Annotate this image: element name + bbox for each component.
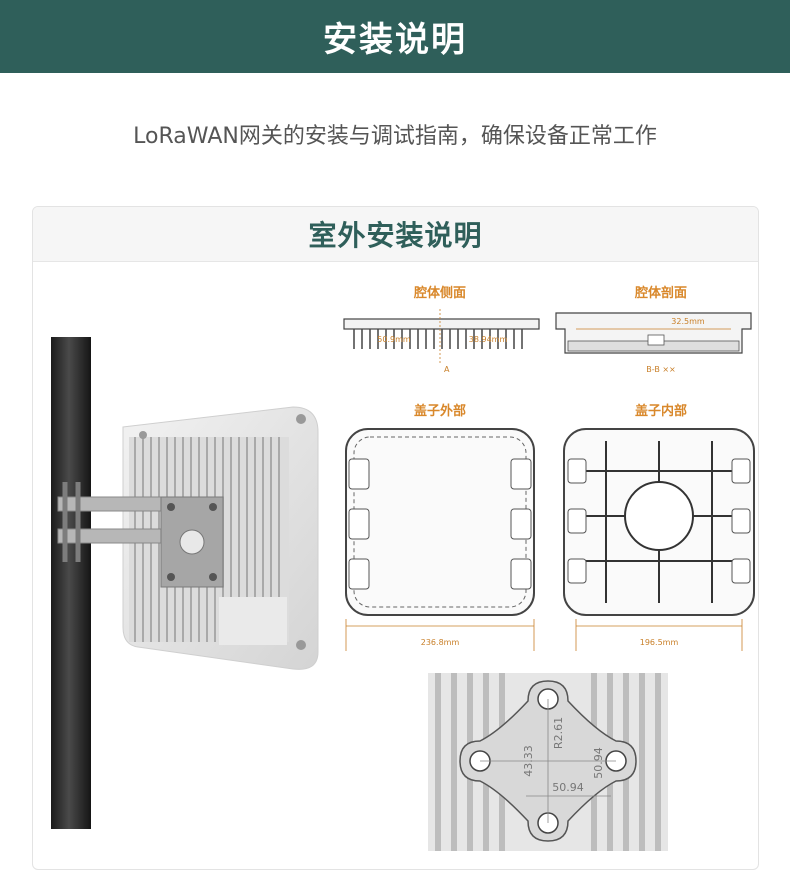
mounting-pole <box>51 337 91 829</box>
lid-inner-label: 盖子内部 <box>635 403 687 419</box>
cavity-section-drawing <box>555 312 752 354</box>
bracket-dim-1: 43.33 <box>522 745 535 777</box>
side-dim-b: 38.94mm <box>469 335 508 344</box>
section-dim-a: 32.5mm <box>671 317 705 326</box>
section-view-label: 腔体剖面 <box>634 285 687 301</box>
mounting-bracket <box>57 482 224 588</box>
card-header: 室外安装说明 <box>33 207 758 262</box>
bracket-dim-3: 50.94 <box>552 781 584 794</box>
card-title: 室外安装说明 <box>308 219 483 252</box>
technical-drawings: 腔体侧面 50.9mm 38.94mm A 腔体剖面 <box>343 285 755 851</box>
lid-inner-drawing <box>563 428 755 651</box>
page-subtitle: LoRaWAN网关的安装与调试指南，确保设备正常工作 <box>133 124 657 149</box>
side-view-label: 腔体侧面 <box>413 285 466 301</box>
lid-outer-label: 盖子外部 <box>414 403 466 419</box>
header-banner: 安装说明 <box>0 0 790 73</box>
section-note: B-B ×× <box>646 365 676 374</box>
lid-inner-width: 196.5mm <box>640 638 679 647</box>
lid-outer-width: 236.8mm <box>421 638 460 647</box>
bracket-dim-radius: R2.61 <box>552 717 565 749</box>
side-dim-a: 50.9mm <box>377 335 411 344</box>
install-card: 室外安装说明 <box>32 206 759 870</box>
bracket-plate-drawing <box>428 673 668 851</box>
bracket-dim-2: 50.94 <box>592 747 605 779</box>
lid-outer-drawing <box>345 428 535 651</box>
product-photo <box>51 337 319 829</box>
side-section-marker: A <box>444 365 450 374</box>
page-title: 安装说明 <box>323 20 467 60</box>
cavity-side-drawing <box>343 309 540 363</box>
